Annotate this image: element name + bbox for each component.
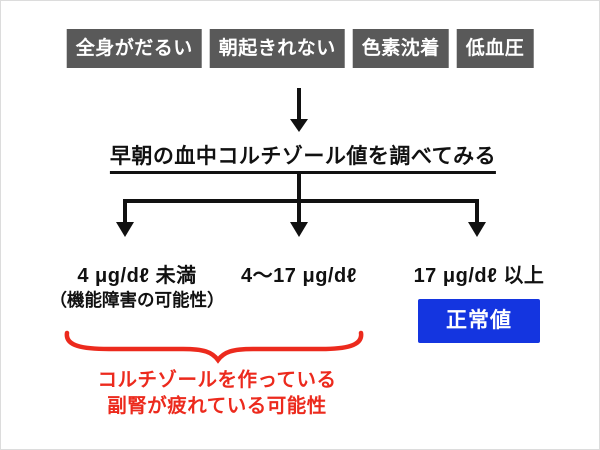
branch-arrowhead-right [468,222,486,237]
normal-value-badge: 正常値 [418,299,540,343]
curly-brace-icon [64,330,364,364]
symptom-box-cant-wake-up: 朝起きれない [209,29,345,68]
branch-connector [116,172,486,237]
caution-note-line2: 副腎が疲れている可能性 [107,395,327,417]
test-step-heading: 早朝の血中コルチゾール値を調べてみる [109,140,497,174]
result-low-label: 4 μg/dℓ 未満 [77,265,197,287]
caution-note-line1: コルチゾールを作っている [97,369,337,391]
result-low-sublabel: （機能障害の可能性） [49,290,225,310]
symptom-box-low-bp: 低血圧 [456,29,534,68]
down-arrow-icon [290,88,308,132]
symptom-box-pigmentation: 色素沈着 [352,29,449,68]
symptom-row: 全身がだるい 朝起きれない 色素沈着 低血圧 [66,29,534,68]
branch-arrowhead-left [116,222,134,237]
branch-arrowhead-middle [290,222,308,237]
result-mid-label: 4〜17 μg/dℓ [241,265,357,287]
symptom-box-fatigue: 全身がだるい [66,29,202,68]
result-high-label: 17 μg/dℓ 以上 [413,265,545,287]
